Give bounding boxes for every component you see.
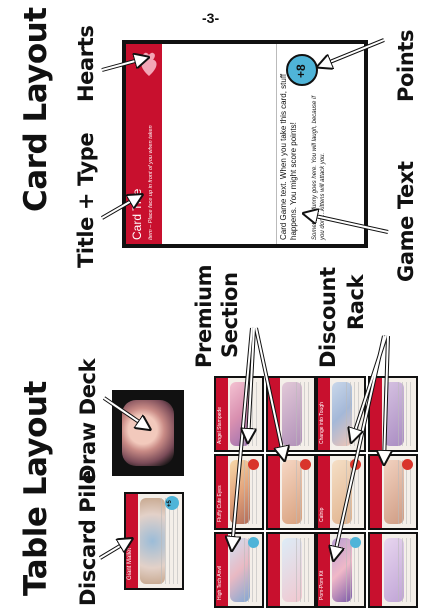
discard-card-art: [140, 498, 165, 584]
discard-card-text: [161, 498, 178, 584]
example-card: Card Title Item – Place face up in front…: [122, 40, 368, 248]
discard-card: Giant Mallet +5: [124, 492, 184, 590]
discard-card-points: +5: [165, 496, 179, 510]
discount-card: Catnip: [316, 454, 366, 530]
draw-deck: [112, 390, 184, 476]
discount-card: [368, 532, 418, 608]
page-number: -3-: [202, 10, 220, 26]
premium-card: [266, 532, 316, 608]
discount-card: [368, 454, 418, 530]
discount-card: [368, 376, 418, 452]
premium-card: [266, 454, 316, 530]
draw-deck-art: [122, 400, 174, 466]
